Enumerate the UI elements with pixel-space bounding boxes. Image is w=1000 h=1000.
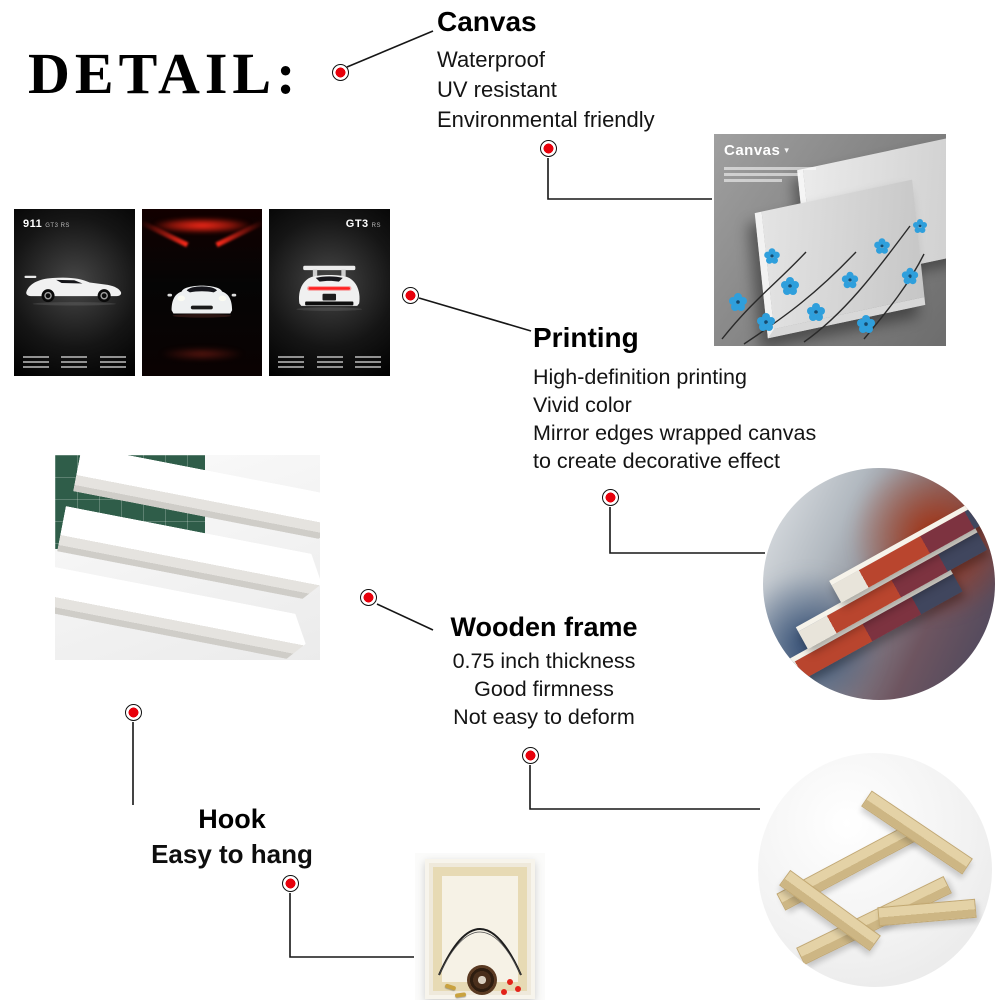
poster-panel-rear-view: GT3 RS xyxy=(269,209,391,376)
printing-feature-line: to create decorative effect xyxy=(533,449,780,474)
canvas-sample-caption-placeholder xyxy=(724,167,816,182)
callout-line-frame-image xyxy=(529,765,760,810)
chevron-down-icon: ▾ xyxy=(784,145,790,155)
callout-line-canvas xyxy=(346,30,434,68)
wire-spool xyxy=(467,965,497,995)
blue-flowers-artwork xyxy=(721,219,927,345)
car-side-view-icon xyxy=(24,275,122,306)
poster-panel1-header: 911 GT3 RS xyxy=(23,218,70,230)
canvas-heading: Canvas xyxy=(437,6,537,37)
canvas-section: Canvas Waterproof UV resistant Environme… xyxy=(437,6,655,135)
printing-section: Printing High-definition printing Vivid … xyxy=(533,322,816,475)
wooden-frame-features: 0.75 inch thickness Good firmness Not ea… xyxy=(396,647,692,731)
callout-dot-printing-image xyxy=(602,489,619,506)
wooden-frame-feature-line: Good firmness xyxy=(474,677,614,702)
callout-dot-canvas-image xyxy=(540,140,557,157)
poster-spec-text-placeholder xyxy=(278,356,381,369)
hook-subheading: Easy to hang xyxy=(151,839,313,870)
printing-heading: Printing xyxy=(533,322,639,353)
red-ceiling-light xyxy=(153,218,251,233)
callout-line-printing xyxy=(418,297,532,332)
poster-trim-text: RS xyxy=(371,223,382,229)
canvas-feature-line: UV resistant xyxy=(437,77,557,103)
poster-trim-text: GT3 RS xyxy=(45,223,70,229)
red-pushpin xyxy=(501,989,507,995)
callout-dot-hook xyxy=(125,704,142,721)
printing-feature-line: Mirror edges wrapped canvas xyxy=(533,421,817,446)
callout-dot-wooden-frame xyxy=(360,589,377,606)
hook-kit-image xyxy=(415,853,545,1000)
mirror-edge-closeup-image xyxy=(763,468,995,700)
callout-dot-printing xyxy=(402,287,419,304)
canvas-sample-label-text: Canvas xyxy=(724,142,781,159)
hanging-wire xyxy=(438,928,522,976)
poster-model-text: 911 xyxy=(23,218,43,230)
red-pushpin xyxy=(507,979,513,985)
wood-stretcher-bar xyxy=(861,790,973,875)
canvas-features: Waterproof UV resistant Environmental fr… xyxy=(437,45,655,135)
callout-line-hook-image xyxy=(289,893,414,958)
callout-dot-frame-image xyxy=(522,747,539,764)
wooden-frame-feature-line: Not easy to deform xyxy=(453,705,635,730)
callout-line-canvas-image xyxy=(547,158,712,200)
wooden-frame-section: Wooden frame 0.75 inch thickness Good fi… xyxy=(396,612,692,731)
poster-model-text: GT3 xyxy=(345,218,369,230)
printing-features: High-definition printing Vivid color Mir… xyxy=(533,363,816,475)
wooden-frame-image xyxy=(758,753,992,987)
hook-heading: Hook xyxy=(198,804,266,834)
poster-triptych-image: 911 GT3 RS xyxy=(14,209,391,376)
poster-panel-side-view: 911 GT3 RS xyxy=(14,209,135,376)
canvas-sample-image: Canvas ▾ xyxy=(714,134,946,346)
wooden-frame-heading: Wooden frame xyxy=(450,612,638,642)
hook-section: Hook Easy to hang xyxy=(116,804,348,870)
canvas-feature-line: Waterproof xyxy=(437,47,546,73)
canvas-feature-line: Environmental friendly xyxy=(437,107,655,133)
page-title: DETAIL: xyxy=(28,41,301,106)
callout-dot-canvas xyxy=(332,64,349,81)
canvas-sample-label: Canvas ▾ xyxy=(724,142,789,159)
stacked-canvases-image xyxy=(55,455,320,660)
car-rear-view-icon xyxy=(296,265,363,312)
poster-spec-text-placeholder xyxy=(23,356,126,369)
floor-reflection xyxy=(158,348,246,360)
printing-feature-line: High-definition printing xyxy=(533,365,747,390)
callout-line-printing-image xyxy=(609,507,765,554)
car-front-view-icon xyxy=(167,285,237,318)
red-pushpin xyxy=(515,986,521,992)
poster-panel3-header: GT3 RS xyxy=(346,218,381,230)
wooden-frame-feature-line: 0.75 inch thickness xyxy=(452,649,636,674)
callout-dot-hook-image xyxy=(282,875,299,892)
printing-feature-line: Vivid color xyxy=(533,393,632,418)
poster-panel-front-view xyxy=(141,209,263,376)
